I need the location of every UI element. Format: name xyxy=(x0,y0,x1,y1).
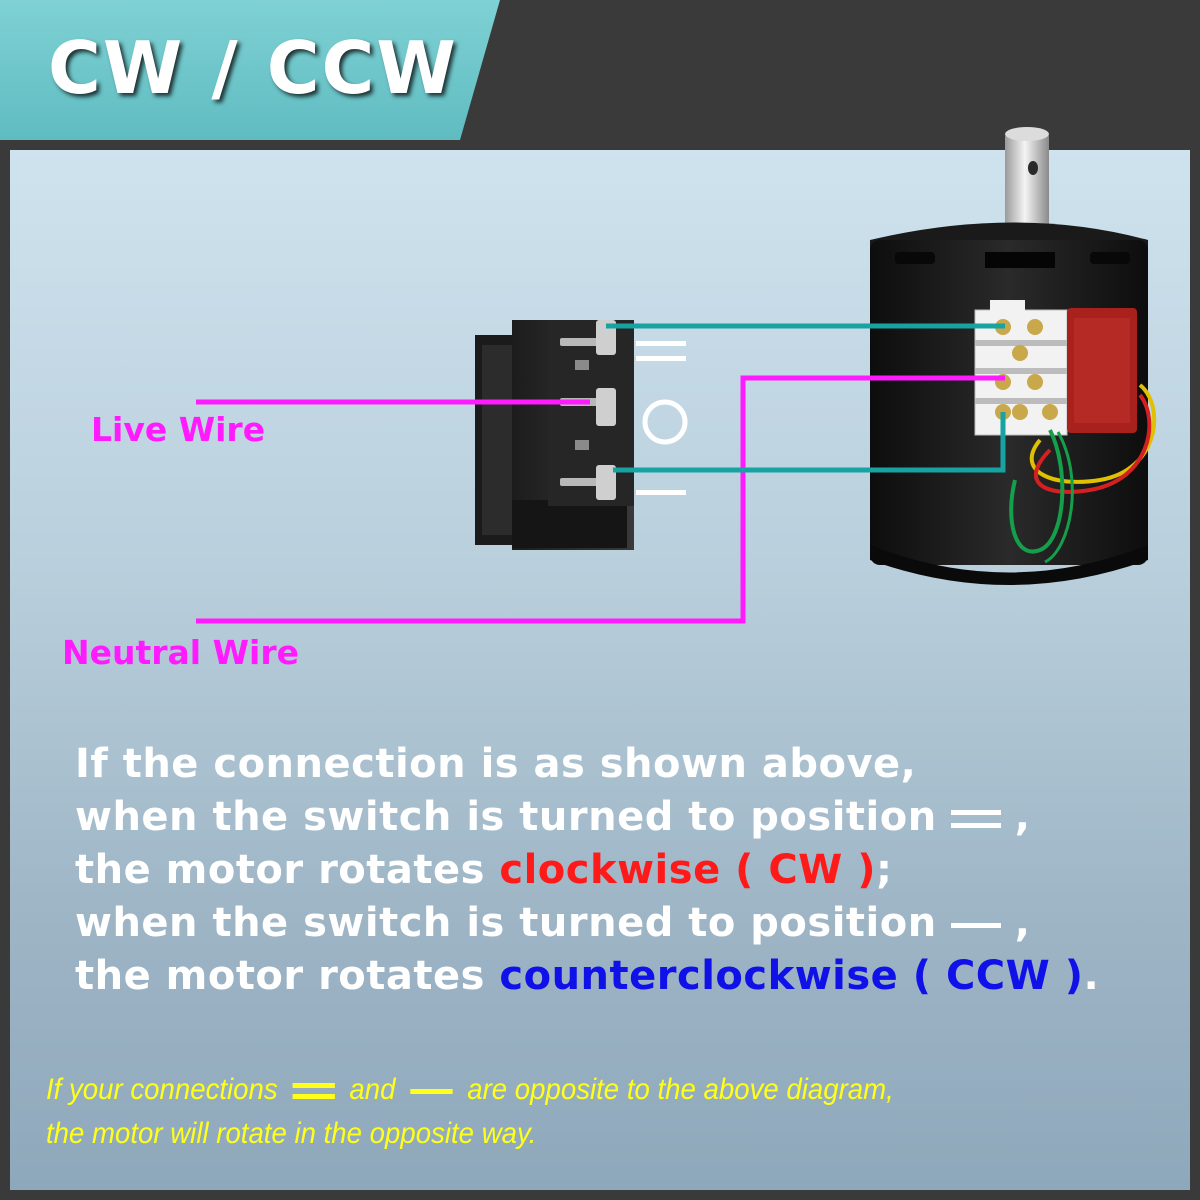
terminal-screw xyxy=(1012,404,1028,420)
description-line: the motor rotates clockwise ( CW ); xyxy=(75,847,893,893)
double-line-icon xyxy=(950,808,1001,830)
page-title: CW / CCW xyxy=(48,26,458,110)
terminal-screw xyxy=(1012,345,1028,361)
position-single-line-icon xyxy=(636,490,686,495)
terminal-screw xyxy=(1027,319,1043,335)
wiring xyxy=(196,323,1006,624)
description-line: If the connection is as shown above, xyxy=(75,741,917,787)
neutral-wire-line xyxy=(196,375,1005,624)
double-line-icon xyxy=(292,1081,335,1101)
live-wire-label: Live Wire xyxy=(91,410,266,449)
position-double-line-icon xyxy=(636,341,686,346)
note-line: the motor will rotate in the opposite wa… xyxy=(46,1117,537,1150)
switch-terminal xyxy=(560,338,604,346)
ccw-wire-line xyxy=(613,412,1006,473)
description-line: when the switch is turned to position, xyxy=(75,900,1031,946)
single-line-icon xyxy=(950,914,1001,936)
switch-terminal xyxy=(560,478,604,486)
description-line: the motor rotates counterclockwise ( CCW… xyxy=(75,953,1100,999)
motor-shaft xyxy=(1005,130,1049,240)
motor xyxy=(870,127,1157,585)
terminal-block xyxy=(974,300,1068,436)
description-text: If the connection is as shown above, whe… xyxy=(75,738,1185,1003)
title-tab xyxy=(0,0,565,150)
terminal-screw xyxy=(1027,374,1043,390)
neutral-wire-label: Neutral Wire xyxy=(62,633,299,672)
ccw-highlight: counterclockwise ( CCW ) xyxy=(499,953,1084,999)
cw-highlight: clockwise ( CW ) xyxy=(499,847,877,893)
terminal-screw xyxy=(1042,404,1058,420)
position-off-circle-icon xyxy=(642,399,688,445)
single-line-icon xyxy=(410,1080,453,1102)
rocker-switch xyxy=(475,320,688,550)
description-line: when the switch is turned to position, xyxy=(75,794,1031,840)
